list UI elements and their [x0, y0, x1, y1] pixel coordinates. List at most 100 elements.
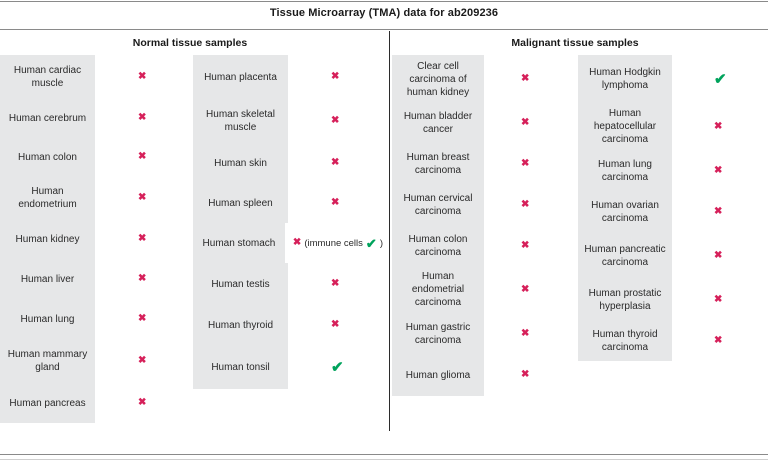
tissue-name-cell: Human hepatocellular carcinoma — [578, 103, 672, 150]
tissue-name-cell: Human colon — [0, 137, 95, 177]
tissue-name-cell: Human pancreatic carcinoma — [578, 232, 672, 279]
tissue-row: Human bladder cancer✖ — [392, 103, 574, 143]
tissue-name-cell: Human thyroid carcinoma — [578, 320, 672, 361]
staining-result-cell: ✖ — [672, 103, 768, 150]
tissue-name-cell: Human liver — [0, 259, 95, 299]
staining-result-cell: ✖ — [95, 177, 186, 219]
tissue-name-cell: Human cardiac muscle — [0, 55, 95, 99]
staining-result-cell: ✖ — [672, 191, 768, 232]
tissue-row: Human thyroid carcinoma✖ — [578, 320, 768, 361]
tissue-row: Human glioma✖ — [392, 354, 574, 396]
tissue-row: Human kidney ✖ — [0, 219, 186, 259]
cross-icon: ✖ — [138, 233, 147, 244]
cross-icon: ✖ — [138, 71, 147, 82]
staining-result-cell: ✖ — [484, 266, 574, 313]
staining-result-cell: ✖ — [288, 143, 383, 183]
staining-result-cell: ✖ — [288, 99, 383, 143]
staining-result-cell: ✖ — [672, 232, 768, 279]
tissue-name-cell: Human cerebrum — [0, 99, 95, 137]
staining-result-cell: ✖ — [95, 383, 186, 423]
cross-icon: ✖ — [714, 293, 723, 305]
bottom-rule — [0, 454, 768, 455]
staining-result-cell: ✖ — [484, 225, 574, 266]
staining-result-cell: ✖ — [288, 183, 383, 223]
staining-result-cell: ✖ — [484, 313, 574, 354]
tissue-name-cell: Human testis — [193, 263, 288, 305]
cross-icon: ✖ — [714, 120, 723, 132]
tissue-name-cell: Human kidney — [0, 219, 95, 259]
tissue-row: Human colon carcinoma✖ — [392, 225, 574, 266]
tissue-row: Human lung ✖ — [0, 299, 186, 339]
staining-result-cell: ✖ — [484, 103, 574, 143]
column-normal-2: Human placenta✖Human skeletal muscle✖Hum… — [193, 55, 383, 389]
cross-icon: ✖ — [138, 151, 147, 162]
staining-result-cell: ✖ — [95, 339, 186, 383]
tissue-name-cell: Human mammary gland — [0, 339, 95, 383]
cross-icon: ✖ — [521, 239, 530, 251]
tissue-name-cell: Human lung — [0, 299, 95, 339]
tissue-name-cell: Human thyroid — [193, 305, 288, 345]
cross-icon: ✖ — [521, 198, 530, 210]
cross-icon: ✖ — [521, 157, 530, 169]
tissue-name-cell: Human glioma — [392, 354, 484, 396]
cross-icon: ✖ — [521, 283, 530, 295]
cross-icon: ✖ — [521, 117, 530, 128]
tissue-row: Clear cell carcinoma of human kidney ✖ — [392, 55, 574, 103]
cross-icon: ✖ — [714, 164, 723, 176]
staining-result-cell: ✔ — [288, 345, 383, 389]
cross-icon: ✖ — [331, 197, 340, 208]
tissue-name-cell: Human skin — [193, 143, 288, 183]
bottom-rule-secondary — [0, 459, 768, 460]
tissue-row: Human endometrium✖ — [0, 177, 186, 219]
staining-result-cell: ✖ — [95, 137, 186, 177]
tissue-row: Human hepatocellular carcinoma ✖ — [578, 103, 768, 150]
cross-icon: ✖ — [521, 73, 530, 84]
cross-icon: ✖ — [521, 327, 530, 339]
section-divider — [389, 31, 390, 431]
cross-icon: ✖ — [331, 319, 340, 330]
section-heading-normal: Normal tissue samples — [132, 37, 248, 49]
tissue-row: Human thyroid ✖ — [193, 305, 383, 345]
tissue-row: Human cerebrum ✖ — [0, 99, 186, 137]
tissue-row: Human ovarian carcinoma✖ — [578, 191, 768, 232]
staining-result-cell: ✖ — [95, 259, 186, 299]
tissue-name-cell: Clear cell carcinoma of human kidney — [392, 55, 484, 103]
staining-result-cell: ✖ — [288, 55, 383, 99]
tissue-row: Human lung carcinoma✖ — [578, 150, 768, 191]
tissue-name-cell: Human cervical carcinoma — [392, 184, 484, 225]
cross-icon: ✖ — [714, 205, 723, 217]
column-malignant-1: Clear cell carcinoma of human kidney✖Hum… — [392, 55, 574, 396]
tissue-row: Human cardiac muscle ✖ — [0, 55, 186, 99]
tissue-row: Human stomach✖(immune cells✔) — [193, 223, 383, 263]
cross-icon: ✖ — [714, 249, 723, 261]
cross-icon: ✖ — [138, 397, 147, 408]
tissue-name-cell: Human placenta — [193, 55, 288, 99]
staining-result-cell: ✖ — [672, 279, 768, 320]
cross-icon: ✖ — [331, 115, 340, 126]
tissue-row: Human skin✖ — [193, 143, 383, 183]
cross-icon: ✖ — [138, 112, 147, 123]
tissue-name-cell: Human stomach — [193, 223, 285, 263]
cross-icon: ✖ — [138, 313, 147, 324]
annotation-text: (immune cells — [304, 237, 363, 249]
tissue-row: Human testis✖ — [193, 263, 383, 305]
tissue-row: Human pancreas✖ — [0, 383, 186, 423]
staining-result-cell: ✖ — [484, 354, 574, 396]
tissue-row: Human endometrial carcinoma ✖ — [392, 266, 574, 313]
staining-result-cell: ✖ — [484, 184, 574, 225]
annotation-close-paren: ) — [379, 237, 383, 249]
staining-result-cell: ✖ — [288, 263, 383, 305]
column-malignant-2: Human Hodgkin lymphoma ✔ Human hepatocellu… — [578, 55, 768, 361]
cross-icon: ✖ — [138, 355, 147, 366]
tissue-name-cell: Human endometrial carcinoma — [392, 266, 484, 313]
check-icon: ✔ — [331, 358, 344, 376]
tissue-row: Human liver✖ — [0, 259, 186, 299]
staining-result-cell: ✔ — [672, 55, 768, 103]
tissue-row: Human spleen✖ — [193, 183, 383, 223]
tissue-row: Human colon ✖ — [0, 137, 186, 177]
tissue-name-cell: Human Hodgkin lymphoma — [578, 55, 672, 103]
tissue-row: Human mammary gland ✖ — [0, 339, 186, 383]
tissue-name-cell: Human prostatic hyperplasia — [578, 279, 672, 320]
staining-result-cell: ✖ — [95, 299, 186, 339]
check-icon: ✔ — [714, 70, 727, 88]
